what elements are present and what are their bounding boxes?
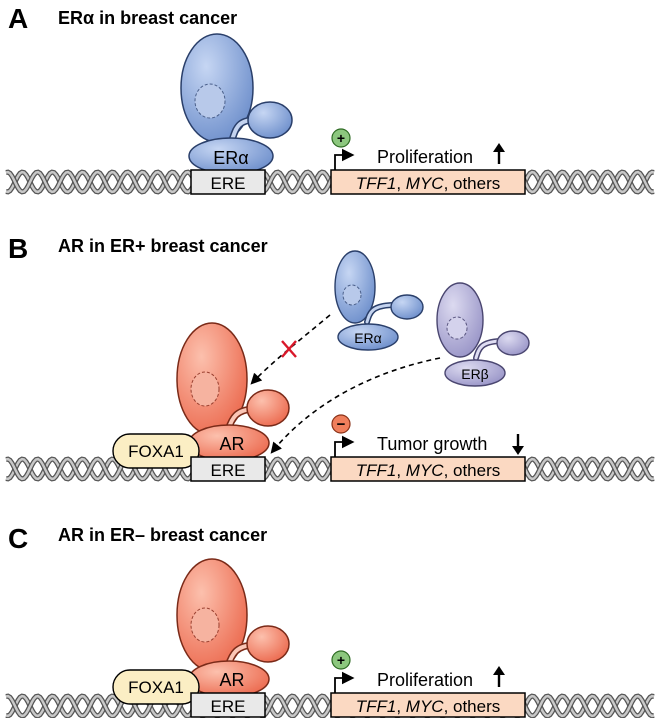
ere-label-b: ERE: [211, 461, 246, 480]
gene-box-b: [330, 456, 526, 482]
minus-sign-b: −: [337, 416, 346, 433]
ar-receptor-c: AR: [176, 558, 290, 698]
ar-label-b: AR: [219, 434, 244, 454]
plus-badge-a: [331, 128, 351, 148]
foxa1-b: FOXA1: [112, 433, 200, 469]
era-receptor: ERα: [180, 33, 293, 175]
ere-box-a: [190, 169, 266, 195]
dna-strand-b: [5, 456, 655, 482]
tss-arrow-c: [334, 671, 355, 693]
era-competitor: ERα: [334, 250, 424, 351]
ere-label-c: ERE: [211, 697, 246, 716]
outcome-b: Tumor growth: [377, 434, 487, 454]
foxa1-label-b: FOXA1: [128, 442, 184, 461]
arrow-down-icon: [512, 434, 524, 455]
gene-text-a: TFF1, MYC, others: [356, 174, 501, 193]
erb-competitor: ERβ: [436, 282, 530, 387]
plus-sign-c: +: [337, 652, 345, 668]
outcome-a: Proliferation: [377, 147, 473, 167]
panel-a: A ERα in breast cancer ERα ERE TFF1, MYC…: [5, 3, 655, 195]
plus-sign-a: +: [337, 130, 345, 146]
ere-box-c: [190, 692, 266, 718]
panel-a-title: ERα in breast cancer: [58, 8, 237, 28]
ar-receptor-b: AR: [176, 322, 290, 462]
arrow-up-icon: [493, 666, 505, 687]
panel-c: C AR in ER– breast cancer AR FOXA1 ERE T…: [5, 523, 655, 718]
gene-box-a: [330, 169, 526, 195]
ar-label-c: AR: [219, 670, 244, 690]
era-dna-binding-small: [247, 101, 293, 139]
panel-b-letter: B: [8, 233, 28, 264]
dna-strand-a: [5, 169, 655, 195]
ere-label-a: ERE: [211, 174, 246, 193]
outcome-c: Proliferation: [377, 670, 473, 690]
block-x-icon: [281, 340, 297, 358]
arrow-up-icon: [493, 143, 505, 164]
foxa1-c: FOXA1: [112, 669, 200, 705]
panel-b: B AR in ER+ breast cancer ERα ERβ: [5, 233, 655, 482]
dna-strand-c: [5, 693, 655, 718]
panel-c-letter: C: [8, 523, 28, 554]
erb-binding-arrow: [270, 357, 441, 454]
erb-competitor-label: ERβ: [461, 366, 489, 382]
gene-text-c: TFF1, MYC, others: [356, 697, 501, 716]
minus-badge-b: [331, 414, 351, 434]
ere-box-b: [190, 456, 266, 482]
era-label: ERα: [213, 148, 248, 168]
panel-a-letter: A: [8, 3, 28, 34]
foxa1-label-c: FOXA1: [128, 678, 184, 697]
panel-b-title: AR in ER+ breast cancer: [58, 236, 268, 256]
tss-arrow-a: [334, 148, 355, 170]
plus-badge-c: [331, 650, 351, 670]
panel-c-title: AR in ER– breast cancer: [58, 525, 267, 545]
tss-arrow-b: [334, 435, 355, 457]
era-blocked-arrow: [250, 314, 331, 385]
gene-box-c: [330, 692, 526, 718]
era-competitor-label: ERα: [354, 330, 382, 346]
gene-text-b: TFF1, MYC, others: [356, 461, 501, 480]
